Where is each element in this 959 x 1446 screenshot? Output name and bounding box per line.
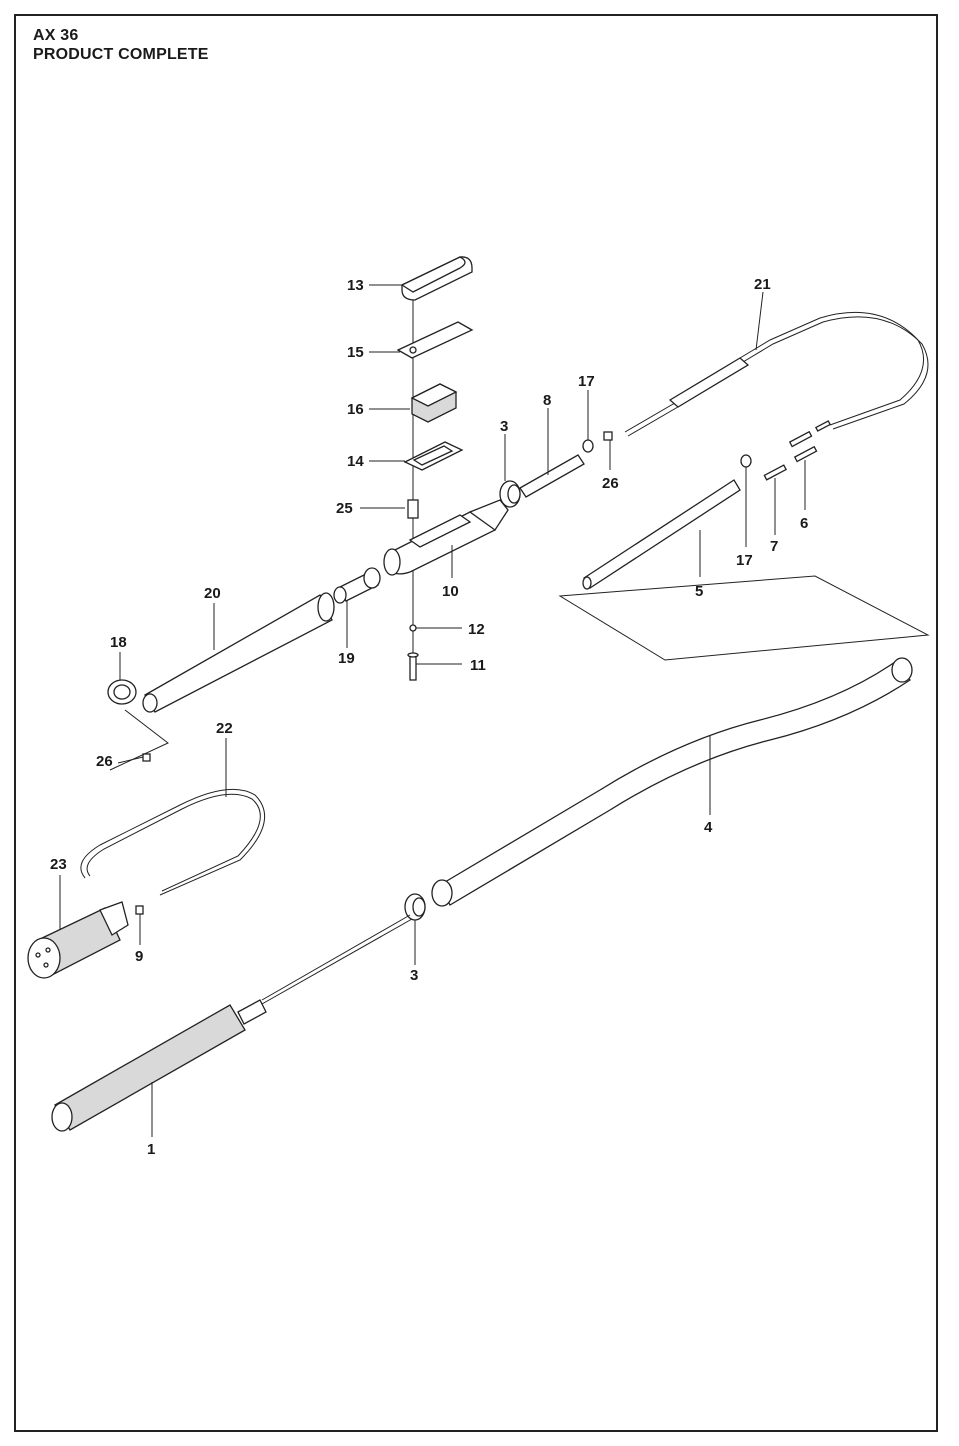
callout-5: 5 [695,583,703,600]
callout-18: 18 [110,634,127,651]
reference-line-lower [109,709,169,771]
callout-6: 6 [800,515,808,532]
callout-13: 13 [347,277,364,294]
callout-10: 10 [442,583,459,600]
callout-4: 4 [704,819,713,836]
part-18-clamp [107,679,137,705]
part-26-connector-upper [603,431,613,441]
callout-20: 20 [204,585,221,602]
callout-8: 8 [543,392,551,409]
callout-17-upper: 17 [578,373,595,390]
callout-3-lower: 3 [410,967,418,984]
callout-14: 14 [347,453,364,470]
part-22-cable [80,788,266,896]
callout-17-lower: 17 [736,552,753,569]
part-3-ring-upper [499,480,521,508]
callout-1: 1 [147,1141,155,1158]
callout-3-upper: 3 [500,418,508,435]
callout-11: 11 [470,657,486,674]
callout-12: 12 [468,621,485,638]
part-9-connector [135,905,144,915]
leader-lines [59,284,806,1137]
part-8-tube [519,454,585,498]
callout-16: 16 [347,401,364,418]
part-1-vibrator-head [51,999,267,1132]
callout-labels: 13 15 16 14 25 10 19 20 18 12 11 3 8 17 … [50,276,808,1158]
part-4-hose [431,657,913,907]
part-15-plate [396,321,474,359]
callout-22: 22 [216,720,233,737]
part-25-pin [407,499,419,519]
part-16-switch [410,383,458,423]
vibrator-wires [261,914,411,1001]
part-26-connector-lower [142,753,151,762]
callout-9: 9 [135,948,143,965]
part-10-housing [383,499,509,576]
part-7-terminal [763,464,787,481]
part-11-bolt [407,652,419,681]
part-14-gasket [403,441,464,471]
part-19-coupling [333,567,381,604]
callout-7: 7 [770,538,778,555]
callout-25: 25 [336,500,353,517]
page-title: PRODUCT COMPLETE [33,46,209,63]
part-6-terminals [788,420,831,463]
callout-26-upper: 26 [602,475,619,492]
part-13-cover [400,256,473,301]
callout-19: 19 [338,650,355,667]
part-5-tube [582,479,741,590]
diagram-frame [14,14,938,1432]
model-name: AX 36 [33,27,79,44]
callout-26-lower: 26 [96,753,113,770]
part-12-washer [409,624,417,632]
part-3-ring-lower [404,893,426,921]
callout-21: 21 [754,276,771,293]
part-17-ring-upper [582,439,594,453]
callout-23: 23 [50,856,67,873]
callout-15: 15 [347,344,364,361]
part-23-plug [27,901,129,979]
part-20-handle-tube [142,592,335,713]
part-21-cable [624,311,929,437]
reference-plane [558,575,930,661]
part-17-ring-lower [740,454,752,468]
